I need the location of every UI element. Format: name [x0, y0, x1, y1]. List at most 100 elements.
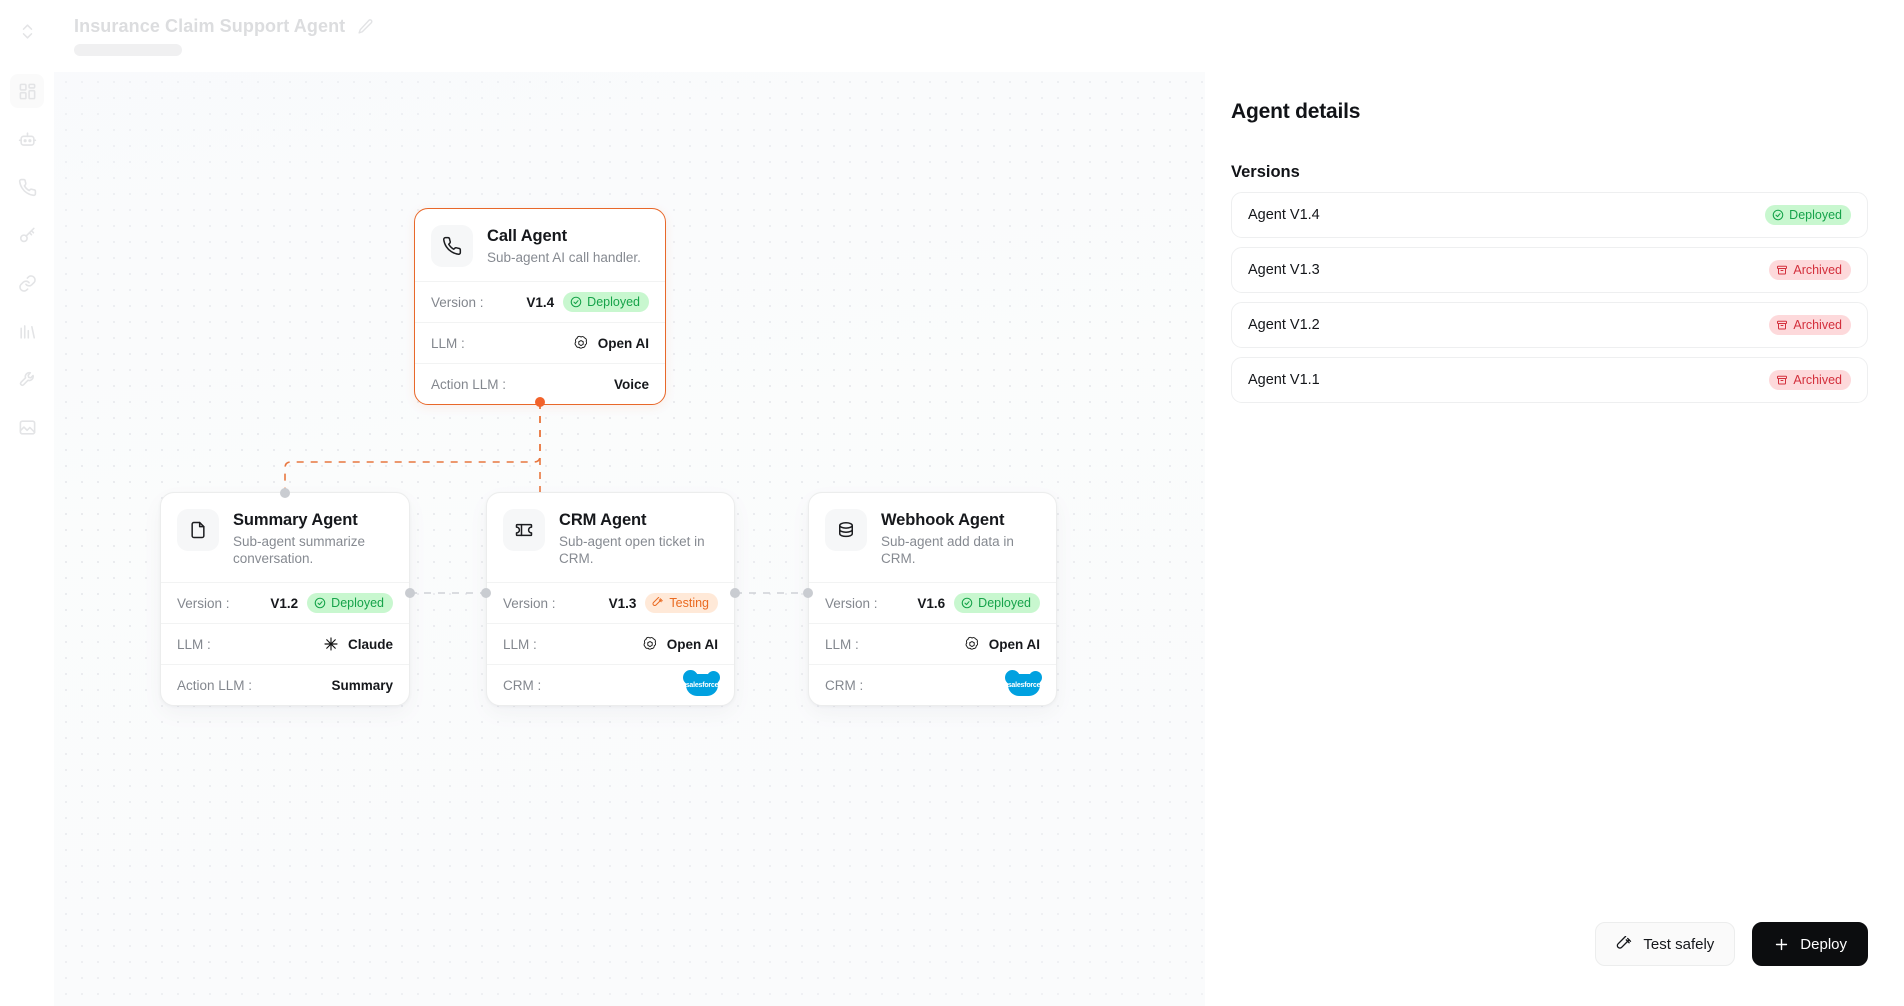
bar-chart-icon: [18, 322, 37, 341]
salesforce-logo-icon: salesforce: [683, 670, 720, 697]
plus-icon: [1773, 936, 1790, 953]
node-row-version: Version : V1.6 Deployed: [809, 582, 1056, 623]
status-badge-label: Deployed: [978, 596, 1031, 611]
header-title-wrap: Insurance Claim Support Agent: [74, 16, 374, 56]
version-name: Agent V1.1: [1248, 372, 1320, 388]
salesforce-logo-icon: salesforce: [1005, 670, 1042, 697]
image-placeholder-icon: [18, 418, 37, 437]
ticket-icon: [503, 509, 545, 551]
sidebar-item-integrations[interactable]: [10, 266, 44, 300]
version-list-item[interactable]: Agent V1.3 Archived: [1231, 247, 1868, 293]
panel-title: Agent details: [1231, 100, 1361, 123]
wrench-icon: [18, 370, 37, 389]
collapse-toggle-button[interactable]: [10, 14, 44, 48]
row-label: Version :: [177, 595, 230, 611]
key-icon: [18, 226, 37, 245]
sidebar-item-media[interactable]: [10, 410, 44, 444]
version-list-item[interactable]: Agent V1.4 Deployed: [1231, 192, 1868, 238]
port-crm-in[interactable]: [481, 588, 491, 598]
agent-details-panel: Agent details Versions Agent V1.4 Deploy…: [1205, 70, 1904, 1006]
status-badge: Archived: [1769, 370, 1851, 390]
deploy-button[interactable]: Deploy: [1752, 922, 1868, 966]
version-list-item[interactable]: Agent V1.2 Archived: [1231, 302, 1868, 348]
version-name: Agent V1.4: [1248, 207, 1320, 223]
port-call-out[interactable]: [535, 397, 545, 407]
row-value: V1.6 Deployed: [917, 593, 1040, 614]
sidebar-item-api-keys[interactable]: [10, 218, 44, 252]
version-name: Agent V1.2: [1248, 317, 1320, 333]
row-label: Version :: [431, 294, 484, 310]
phone-call-icon: [431, 225, 473, 267]
row-label: Action LLM :: [431, 376, 507, 392]
status-badge-label: Deployed: [331, 596, 384, 611]
row-label: Action LLM :: [177, 677, 253, 693]
port-crm-out[interactable]: [730, 588, 740, 598]
row-value: salesforce: [1005, 670, 1042, 697]
node-row-version: Version : V1.3 Testing: [487, 582, 734, 623]
node-header: CRM Agent Sub-agent open ticket in CRM.: [487, 493, 734, 582]
page-header: Insurance Claim Support Agent: [54, 0, 1904, 72]
node-header: Summary Agent Sub-agent summarize conver…: [161, 493, 409, 582]
dashboard-grid-icon: [18, 82, 37, 101]
port-summary-in[interactable]: [280, 488, 290, 498]
row-value: Summary: [331, 678, 393, 693]
llm-value: Open AI: [666, 636, 718, 652]
llm-value: Open AI: [988, 636, 1040, 652]
node-webhook-agent[interactable]: Webhook Agent Sub-agent add data in CRM.…: [808, 492, 1057, 707]
port-summary-out[interactable]: [405, 588, 415, 598]
node-description: Sub-agent summarize conversation.: [233, 533, 366, 567]
phone-call-icon: [18, 178, 37, 197]
pencil-edit-icon[interactable]: [357, 18, 374, 35]
robot-agent-icon: [18, 130, 37, 149]
database-icon: [825, 509, 867, 551]
salesforce-wordmark: salesforce: [1007, 681, 1041, 689]
node-row-version: Version : V1.2 Deployed: [161, 582, 409, 623]
version-value: V1.2: [270, 595, 299, 611]
port-webhook-in[interactable]: [803, 588, 813, 598]
archive-box-icon: [1776, 264, 1788, 276]
llm-value: Open AI: [597, 335, 649, 351]
row-label: CRM :: [503, 677, 542, 693]
test-safely-button[interactable]: Test safely: [1595, 922, 1736, 966]
row-label: Version :: [825, 595, 878, 611]
version-value: V1.6: [917, 595, 946, 611]
openai-logo-icon: [642, 636, 658, 652]
node-titles: Summary Agent Sub-agent summarize conver…: [233, 509, 393, 568]
row-value: Open AI: [642, 636, 718, 652]
flow-canvas[interactable]: Call Agent Sub-agent AI call handler. Ve…: [54, 70, 1205, 1006]
status-badge: Deployed: [307, 593, 393, 614]
node-header: Webhook Agent Sub-agent add data in CRM.: [809, 493, 1056, 582]
node-row-llm: LLM : Claude: [161, 623, 409, 664]
sidebar-item-tools[interactable]: [10, 362, 44, 396]
check-circle-icon: [1772, 209, 1784, 221]
node-row-action-llm: Action LLM : Summary: [161, 664, 409, 705]
status-badge-label: Archived: [1793, 373, 1842, 387]
node-crm-agent[interactable]: CRM Agent Sub-agent open ticket in CRM. …: [486, 492, 735, 707]
sidebar-item-agents[interactable]: [10, 122, 44, 156]
versions-section-title: Versions: [1231, 163, 1300, 181]
node-description: Sub-agent add data in CRM.: [881, 533, 1014, 567]
claude-asterisk-icon: [323, 636, 339, 652]
node-row-llm: LLM : Open AI: [487, 623, 734, 664]
test-tube-icon: [1616, 935, 1633, 953]
node-row-llm: LLM : Open AI: [415, 322, 665, 363]
sidebar-item-dashboard[interactable]: [10, 74, 44, 108]
node-description: Sub-agent AI call handler.: [487, 249, 641, 265]
test-safely-label: Test safely: [1643, 935, 1715, 953]
archive-box-icon: [1776, 374, 1788, 386]
node-summary-agent[interactable]: Summary Agent Sub-agent summarize conver…: [160, 492, 410, 707]
deploy-label: Deploy: [1800, 935, 1847, 953]
check-circle-icon: [314, 597, 326, 609]
row-value: Open AI: [964, 636, 1040, 652]
node-row-action-llm: Action LLM : Voice: [415, 363, 665, 404]
salesforce-wordmark: salesforce: [685, 681, 719, 689]
row-value: Open AI: [573, 335, 649, 351]
sidebar-item-calls[interactable]: [10, 170, 44, 204]
node-title: Webhook Agent: [881, 511, 1005, 529]
version-list-item[interactable]: Agent V1.1 Archived: [1231, 357, 1868, 403]
status-badge-label: Archived: [1793, 263, 1842, 277]
sidebar-item-analytics[interactable]: [10, 314, 44, 348]
row-label: LLM :: [825, 636, 859, 652]
node-call-agent[interactable]: Call Agent Sub-agent AI call handler. Ve…: [414, 208, 666, 405]
